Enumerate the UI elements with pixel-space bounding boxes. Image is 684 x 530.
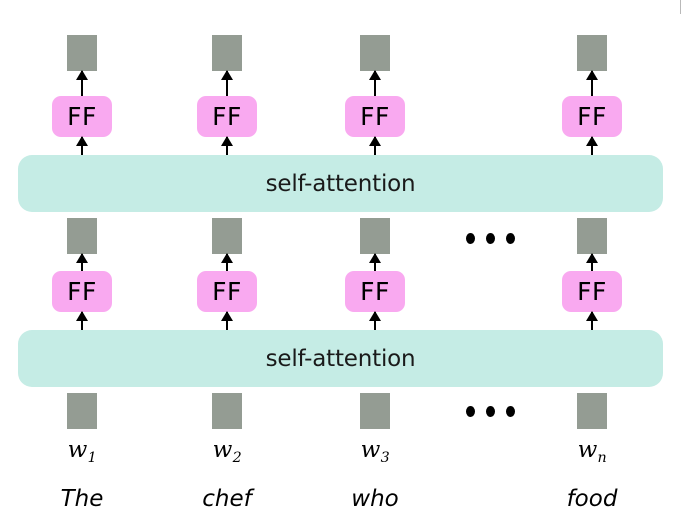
ellipsis-dot <box>466 406 475 417</box>
token-label-3: w3 <box>315 437 435 466</box>
arrow-ff1-to-hidden-2 <box>226 254 228 280</box>
output-state-box-3 <box>360 35 390 71</box>
token-subscript-3: 3 <box>380 449 390 466</box>
token-subscript-4: n <box>597 449 607 466</box>
arrow-ff1-to-hidden-3 <box>374 254 376 280</box>
output-state-box-2 <box>212 35 242 71</box>
ff-block-lower-4[interactable]: FF <box>562 271 622 312</box>
ff-block-upper-2[interactable]: FF <box>197 96 257 137</box>
token-symbol-2: w <box>212 437 233 463</box>
arrow-ff1-to-hidden-4 <box>591 254 593 280</box>
self-attention-layer-2[interactable]: self-attention <box>18 155 663 212</box>
token-label-2: w2 <box>167 437 287 466</box>
input-embedding-box-1 <box>67 393 97 429</box>
arrow-ff2-to-output-1 <box>81 71 83 96</box>
edge-artifact <box>680 0 684 14</box>
token-subscript-1: 1 <box>87 449 97 466</box>
ellipsis-dot <box>486 233 495 244</box>
ff-block-upper-3[interactable]: FF <box>345 96 405 137</box>
arrow-ff2-to-output-2 <box>226 71 228 96</box>
ellipsis-dot <box>506 406 515 417</box>
arrow-ff2-to-output-4 <box>591 71 593 96</box>
token-symbol-4: w <box>577 437 598 463</box>
hidden-state-box-3 <box>360 218 390 254</box>
hidden-state-box-2 <box>212 218 242 254</box>
hidden-state-box-1 <box>67 218 97 254</box>
ellipsis-dot <box>466 233 475 244</box>
input-embedding-box-3 <box>360 393 390 429</box>
word-label-1: The <box>60 486 104 512</box>
ellipsis-dot <box>486 406 495 417</box>
output-state-box-1 <box>67 35 97 71</box>
token-symbol-1: w <box>67 437 88 463</box>
word-label-2: chef <box>202 486 252 512</box>
ellipsis-hidden-row <box>466 233 515 244</box>
word-label-3: who <box>351 486 399 512</box>
self-attention-label-2: self-attention <box>265 170 416 197</box>
token-label-4: wn <box>532 437 652 466</box>
input-embedding-box-4 <box>577 393 607 429</box>
output-state-box-4 <box>577 35 607 71</box>
token-symbol-3: w <box>360 437 381 463</box>
ellipsis-input-row <box>466 406 515 417</box>
ff-block-lower-3[interactable]: FF <box>345 271 405 312</box>
input-embedding-box-2 <box>212 393 242 429</box>
ellipsis-dot <box>506 233 515 244</box>
ff-block-upper-4[interactable]: FF <box>562 96 622 137</box>
token-subscript-2: 2 <box>232 449 242 466</box>
token-label-1: w1 <box>22 437 142 466</box>
word-label-4: food <box>566 486 618 512</box>
ff-block-upper-1[interactable]: FF <box>52 96 112 137</box>
self-attention-label-1: self-attention <box>265 345 416 372</box>
arrow-ff1-to-hidden-1 <box>81 254 83 280</box>
ff-block-lower-1[interactable]: FF <box>52 271 112 312</box>
self-attention-layer-1[interactable]: self-attention <box>18 330 663 387</box>
hidden-state-box-4 <box>577 218 607 254</box>
ff-block-lower-2[interactable]: FF <box>197 271 257 312</box>
arrow-ff2-to-output-3 <box>374 71 376 96</box>
